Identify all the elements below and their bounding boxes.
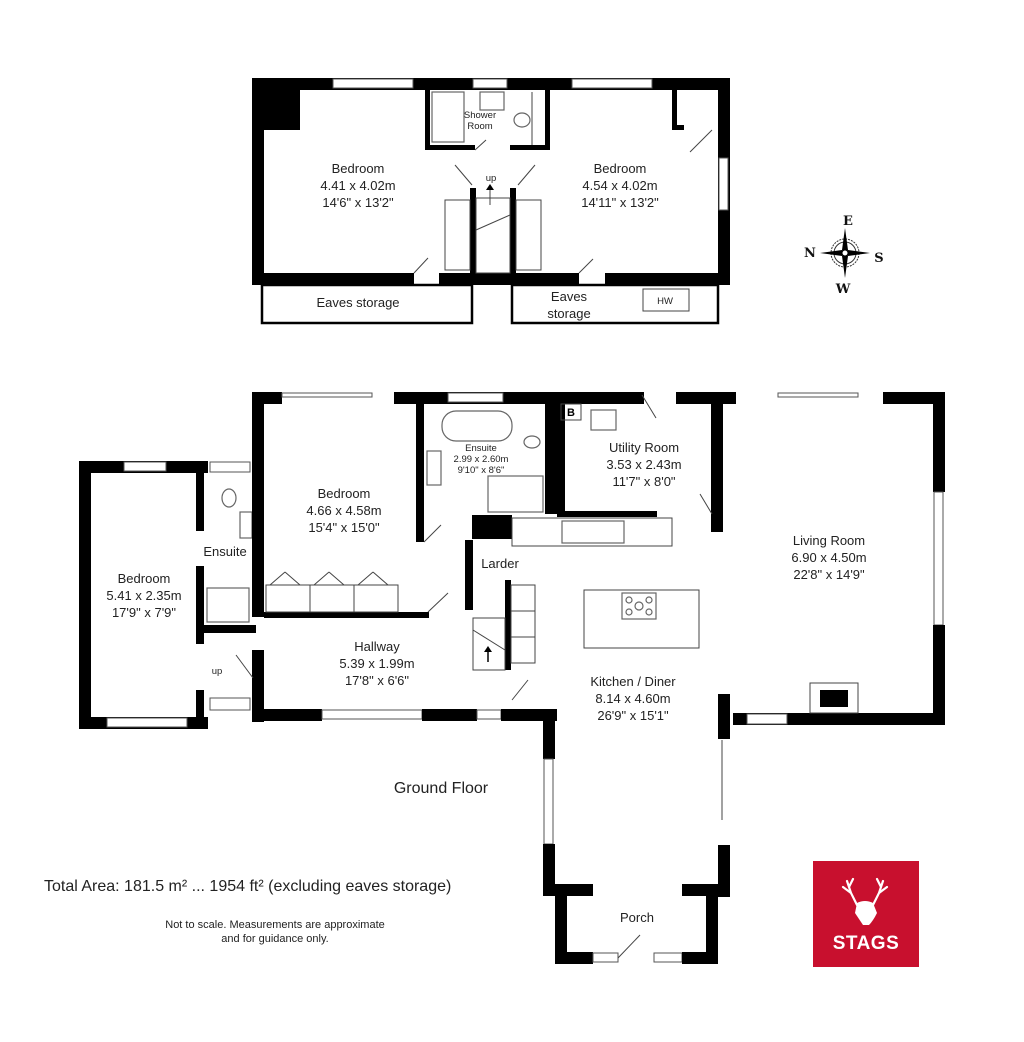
stag-head-icon <box>841 877 889 925</box>
upper-stairs-up-label: up <box>486 173 497 184</box>
eaves-storage-right-label-2: storage <box>547 306 590 321</box>
compass-south: S <box>874 251 883 266</box>
compass-icon: E N S W <box>804 214 884 297</box>
disclaimer: Not to scale. Measurements are approxima… <box>165 919 385 945</box>
ground-bedroom-1-imperial: 15'4" x 15'0" <box>308 520 380 535</box>
hallway-name: Hallway <box>354 639 400 654</box>
compass-east: E <box>843 214 853 229</box>
boiler-label: B <box>567 407 575 419</box>
living-room-metric: 6.90 x 4.50m <box>791 550 866 565</box>
upper-bedroom-1-metric: 4.41 x 4.02m <box>320 178 395 193</box>
shower-room-label-1: Shower <box>464 110 496 121</box>
small-ensuite-label: Ensuite <box>203 544 246 559</box>
ground-stairs-up-label-left: up <box>212 666 223 677</box>
compass-north: N <box>804 246 816 261</box>
logo-text: STAGS <box>832 933 900 954</box>
hallway-metric: 5.39 x 1.99m <box>339 656 414 671</box>
ground-bedroom-2-name: Bedroom <box>118 571 171 586</box>
utility-room-imperial: 11'7" x 8'0" <box>612 474 675 489</box>
eaves-storage-right-label-1: Eaves <box>551 289 588 304</box>
porch-label: Porch <box>620 910 654 925</box>
shower-room-label-2: Room <box>467 121 492 132</box>
living-room-imperial: 22'8" x 14'9" <box>793 567 865 582</box>
ground-bedroom-2-imperial: 17'9" x 7'9" <box>112 605 176 620</box>
kitchen-diner-imperial: 26'9" x 15'1" <box>597 708 669 723</box>
upper-bedroom-2-imperial: 14'11" x 13'2" <box>581 195 659 210</box>
eaves-storage-left-label: Eaves storage <box>316 295 399 310</box>
ground-bedroom-2-metric: 5.41 x 2.35m <box>106 588 181 603</box>
stags-logo: STAGS <box>813 861 919 967</box>
utility-room-name: Utility Room <box>609 440 679 455</box>
total-area: Total Area: 181.5 m² ... 1954 ft² (exclu… <box>44 878 452 895</box>
hallway-imperial: 17'8" x 6'6" <box>345 673 409 688</box>
ground-floor-title: Ground Floor <box>394 780 489 797</box>
upper-bedroom-2-metric: 4.54 x 4.02m <box>582 178 657 193</box>
living-room-name: Living Room <box>793 533 865 548</box>
ground-bedroom-1-metric: 4.66 x 4.58m <box>306 503 381 518</box>
larder-label: Larder <box>481 556 519 571</box>
kitchen-diner-metric: 8.14 x 4.60m <box>595 691 670 706</box>
kitchen-diner-name: Kitchen / Diner <box>590 674 676 689</box>
main-ensuite-name: Ensuite <box>465 443 497 454</box>
hot-water-label: HW <box>657 296 673 307</box>
upper-bedroom-1-imperial: 14'6" x 13'2" <box>322 195 394 210</box>
upper-bedroom-1-name: Bedroom <box>332 161 385 176</box>
main-ensuite-imperial: 9'10" x 8'6" <box>458 465 505 476</box>
upper-floor <box>252 78 730 325</box>
main-ensuite-metric: 2.99 x 2.60m <box>454 454 509 465</box>
utility-room-metric: 3.53 x 2.43m <box>606 457 681 472</box>
ground-bedroom-1-name: Bedroom <box>318 486 371 501</box>
upper-bedroom-2-name: Bedroom <box>594 161 647 176</box>
ground-floor: B <box>79 392 945 964</box>
compass-west: W <box>835 282 851 297</box>
